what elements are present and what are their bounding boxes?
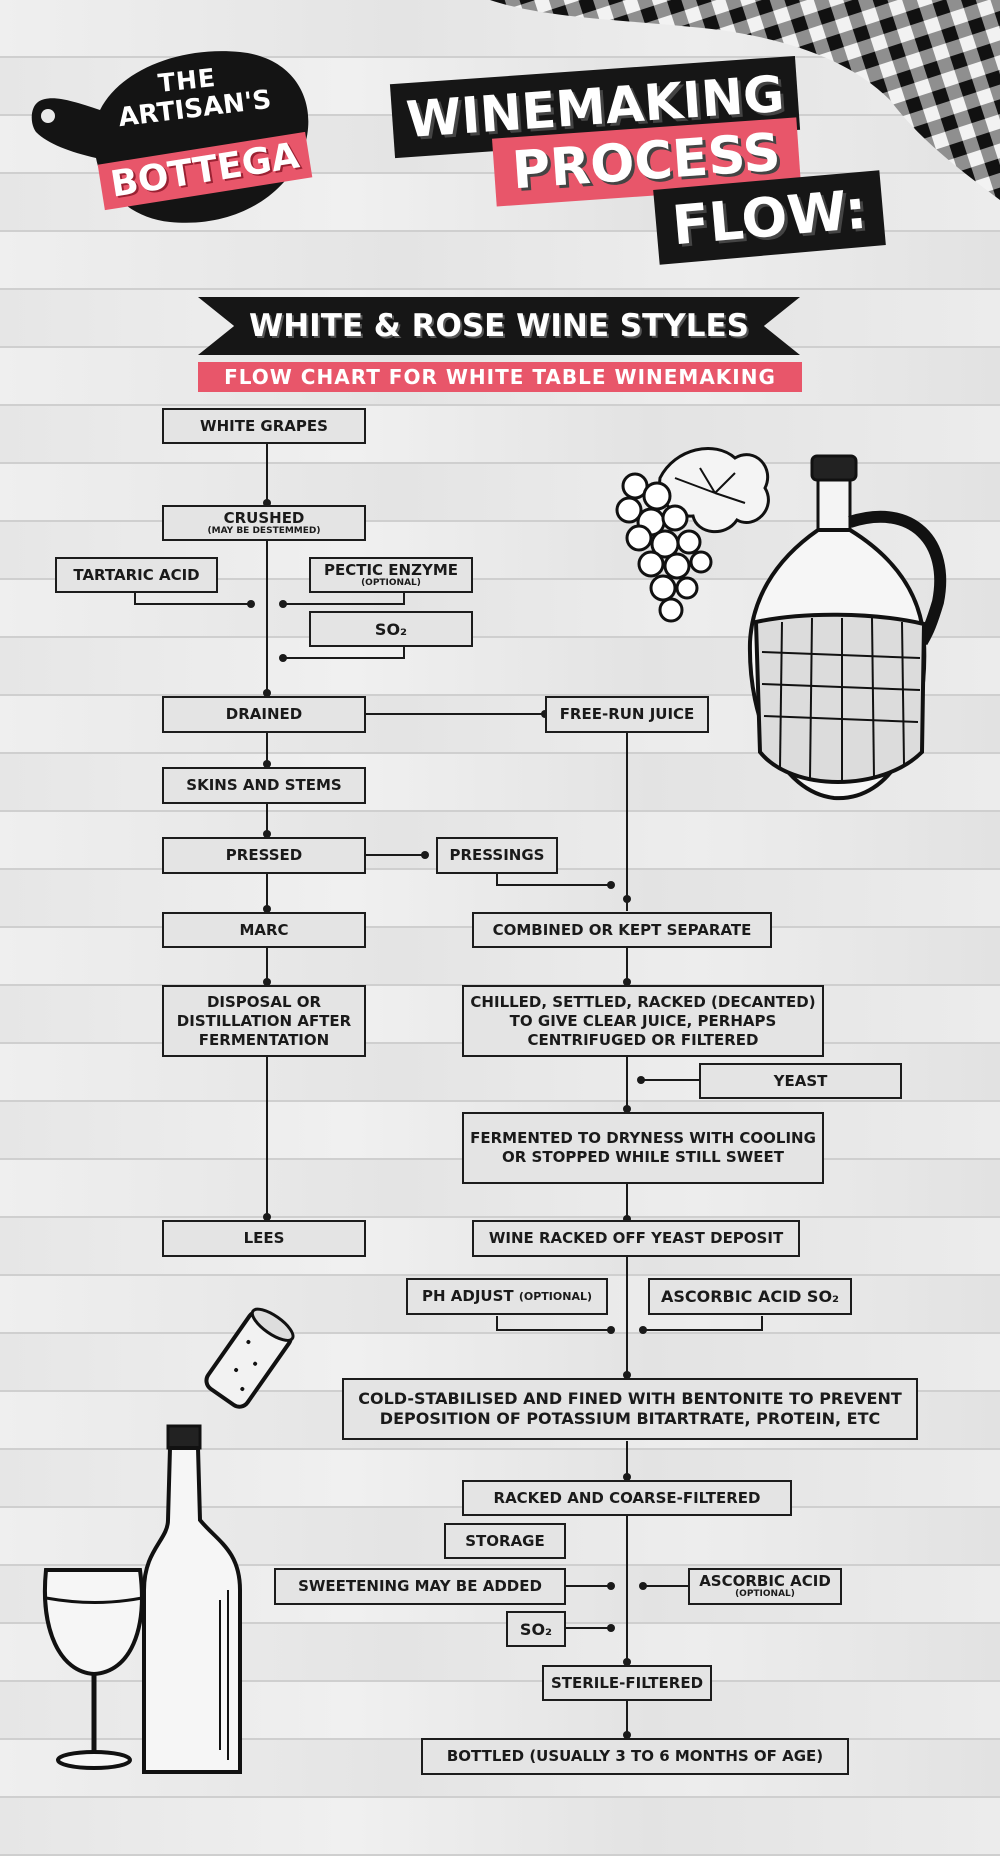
additive-tartaric-acid-label: TARTARIC ACID [73, 565, 200, 584]
step-bottled-label: BOTTLED (USUALLY 3 TO 6 MONTHS OF AGE) [446, 1747, 824, 1765]
additive-ascorbic-acid-label: ASCORBIC ACID [699, 1572, 831, 1590]
step-racked-coarse-filtered-label: RACKED AND COARSE-FILTERED [493, 1488, 761, 1507]
step-skins-and-stems: SKINS AND STEMS [162, 767, 366, 804]
additive-pectic-enzyme-note: (OPTIONAL) [361, 577, 421, 588]
step-lees: LEES [162, 1220, 366, 1257]
step-crushed-note: (MAY BE DESTEMMED) [207, 525, 321, 536]
additive-ascorbic-acid: ASCORBIC ACID (OPTIONAL) [688, 1568, 842, 1605]
bottle-and-glass-illustration [43, 1424, 242, 1774]
additive-tartaric-acid: TARTARIC ACID [55, 557, 218, 593]
step-disposal-label: DISPOSAL OR DISTILLATION AFTER FERMENTAT… [176, 992, 352, 1049]
step-combined: COMBINED OR KEPT SEPARATE [472, 912, 772, 948]
step-skins-and-stems-label: SKINS AND STEMS [186, 776, 342, 794]
step-chilled-settled: CHILLED, SETTLED, RACKED (DECANTED) TO G… [462, 985, 824, 1057]
checkered-tablecloth [490, 0, 1000, 200]
step-cold-stabilised-label: COLD-STABILISED AND FINED WITH BENTONITE… [358, 1389, 902, 1428]
step-marc-label: MARC [239, 920, 289, 939]
banner-ribbon: WHITE & ROSE WINE STYLES [198, 297, 800, 355]
step-wine-racked-label: WINE RACKED OFF YEAST DEPOSIT [488, 1229, 784, 1247]
brand-logo: THE ARTISAN'S BOTTEGA [30, 40, 360, 230]
grapes-illustration [615, 446, 770, 623]
step-marc: MARC [162, 912, 366, 948]
step-combined-label: COMBINED OR KEPT SEPARATE [492, 920, 752, 939]
step-storage-label: STORAGE [465, 1531, 545, 1550]
step-crushed: CRUSHED (MAY BE DESTEMMED) [162, 505, 366, 541]
additive-so2-a: SO₂ [309, 611, 473, 647]
step-disposal: DISPOSAL OR DISTILLATION AFTER FERMENTAT… [162, 985, 366, 1057]
step-pressed-label: PRESSED [225, 846, 303, 864]
additive-sweetening: SWEETENING MAY BE ADDED [274, 1568, 566, 1605]
step-lees-label: LEES [243, 1229, 285, 1247]
additive-so2-a-label: SO₂ [374, 619, 408, 639]
step-pressings-label: PRESSINGS [449, 846, 545, 864]
additive-ph-adjust-label: PH ADJUST [421, 1287, 514, 1305]
step-sterile-filtered: STERILE-FILTERED [542, 1665, 712, 1701]
additive-ph-adjust-note: (OPTIONAL) [518, 1290, 593, 1303]
additive-ascorbic-so2: ASCORBIC ACID SO₂ [648, 1278, 852, 1315]
additive-ascorbic-so2-label: ASCORBIC ACID SO₂ [660, 1287, 840, 1306]
step-racked-coarse-filtered: RACKED AND COARSE-FILTERED [462, 1480, 792, 1516]
step-drained: DRAINED [162, 696, 366, 733]
step-wine-racked: WINE RACKED OFF YEAST DEPOSIT [472, 1220, 800, 1257]
additive-yeast: YEAST [699, 1063, 902, 1099]
chart-subtitle: FLOW CHART FOR WHITE TABLE WINEMAKING [198, 362, 802, 392]
step-crushed-label: CRUSHED [223, 508, 305, 527]
additive-so2-b-label: SO₂ [519, 1619, 553, 1639]
step-free-run-juice-label: FREE-RUN JUICE [559, 705, 695, 723]
additive-pectic-enzyme: PECTIC ENZYME (OPTIONAL) [309, 557, 473, 593]
step-storage: STORAGE [444, 1523, 566, 1559]
step-cold-stabilised: COLD-STABILISED AND FINED WITH BENTONITE… [342, 1378, 918, 1440]
step-drained-label: DRAINED [225, 705, 303, 723]
additive-pectic-enzyme-label: PECTIC ENZYME [323, 560, 458, 579]
additive-yeast-label: YEAST [773, 1071, 828, 1090]
additive-so2-b: SO₂ [506, 1611, 566, 1647]
step-pressings: PRESSINGS [436, 837, 558, 874]
additive-ph-adjust: PH ADJUST (OPTIONAL) [406, 1278, 608, 1315]
step-sterile-filtered-label: STERILE-FILTERED [550, 1673, 704, 1692]
step-bottled: BOTTLED (USUALLY 3 TO 6 MONTHS OF AGE) [421, 1738, 849, 1775]
additive-sweetening-label: SWEETENING MAY BE ADDED [298, 1577, 542, 1595]
demijohn-illustration [747, 454, 947, 801]
step-fermented-label: FERMENTED TO DRYNESS WITH COOLING OR STO… [470, 1129, 816, 1166]
step-chilled-settled-label: CHILLED, SETTLED, RACKED (DECANTED) TO G… [470, 992, 816, 1049]
step-free-run-juice: FREE-RUN JUICE [545, 696, 709, 733]
additive-ascorbic-acid-note: (OPTIONAL) [735, 1589, 795, 1599]
step-pressed: PRESSED [162, 837, 366, 874]
step-white-grapes: WHITE GRAPES [162, 408, 366, 444]
cork-illustration [204, 1307, 295, 1409]
step-fermented: FERMENTED TO DRYNESS WITH COOLING OR STO… [462, 1112, 824, 1184]
step-white-grapes-label: WHITE GRAPES [200, 416, 328, 435]
